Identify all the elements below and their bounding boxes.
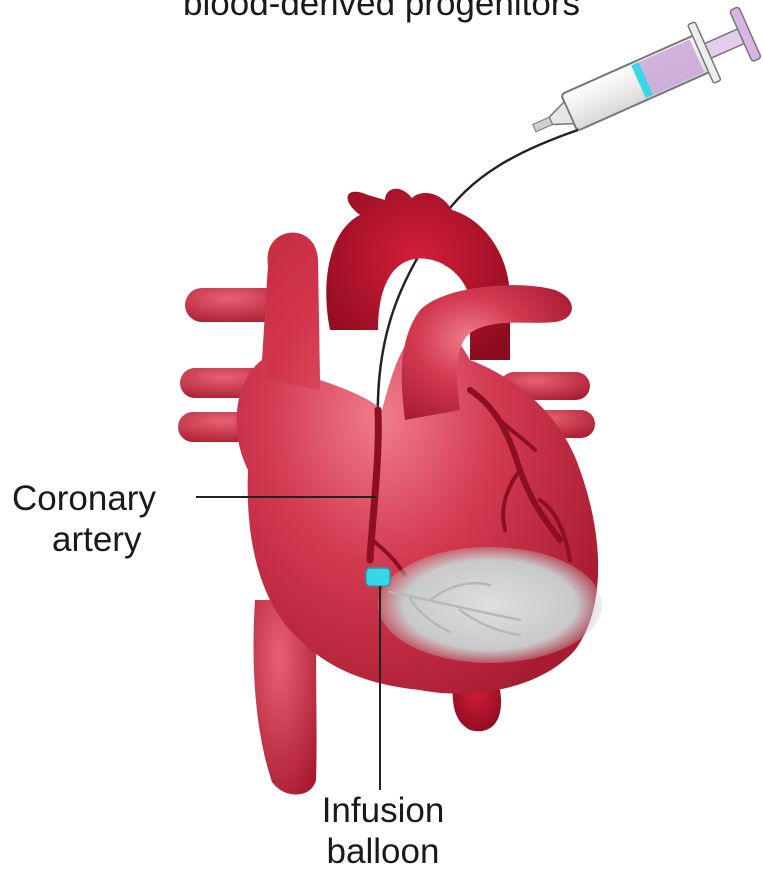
syringe-icon: [521, 3, 763, 157]
coronary-label-line1: Coronary: [12, 478, 156, 519]
infarct-area: [378, 547, 602, 663]
infusion-balloon: [366, 568, 390, 586]
balloon-label-line1: Infusion: [308, 790, 458, 831]
coronary-label-line2: artery: [12, 519, 156, 560]
balloon-label-line2: balloon: [308, 831, 458, 872]
infusion-balloon-label: Infusion balloon: [308, 790, 458, 872]
coronary-artery-label: Coronary artery: [12, 478, 156, 560]
